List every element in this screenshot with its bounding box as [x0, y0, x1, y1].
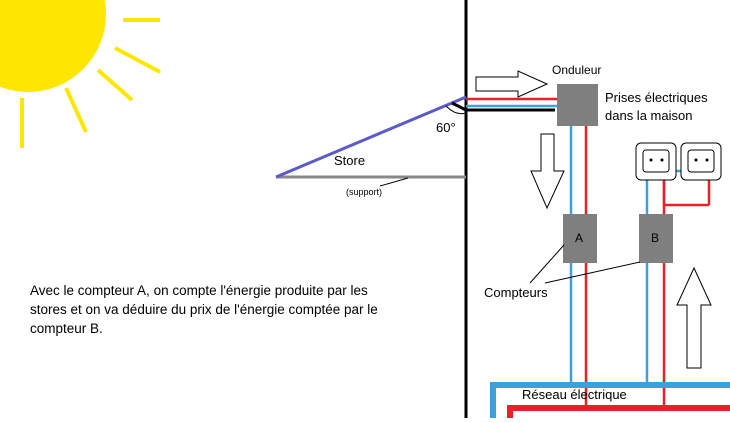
meters-label: Compteurs	[484, 285, 548, 300]
angle-label: 60°	[436, 120, 456, 135]
solar-panel-awning	[275, 95, 467, 179]
grid-label: Réseau électrique	[522, 387, 627, 402]
outlet-icon	[680, 142, 722, 181]
outlets-label-line1: Prises électriques	[605, 90, 708, 105]
flow-arrow-right-icon	[475, 70, 549, 98]
meter-b-box	[639, 214, 673, 263]
angle-arc	[445, 105, 467, 115]
inverter-box	[557, 84, 598, 126]
sun-icon	[0, 0, 161, 148]
support-label: (support)	[346, 187, 383, 197]
meter-a-box	[563, 214, 597, 263]
outlets-label-line2: dans la maison	[605, 108, 693, 123]
outlet-icon	[635, 142, 677, 181]
flow-arrow-down-icon	[530, 133, 565, 210]
flow-arrow-up-icon	[676, 266, 712, 369]
explanation-text: Avec le compteur A, on compte l'énergie …	[30, 283, 378, 336]
meters-pointer-a	[529, 244, 565, 284]
support-pointer	[379, 177, 409, 187]
grid-wire-red	[507, 405, 730, 418]
awning-label: Store	[334, 153, 366, 168]
meter-b-label: B	[651, 231, 660, 245]
inverter-label: Onduleur	[552, 63, 602, 77]
meter-a-label: A	[575, 231, 584, 245]
awning-bracket	[451, 101, 467, 112]
meters-pointer-b	[544, 261, 641, 284]
grid-wire-blue	[490, 382, 730, 418]
